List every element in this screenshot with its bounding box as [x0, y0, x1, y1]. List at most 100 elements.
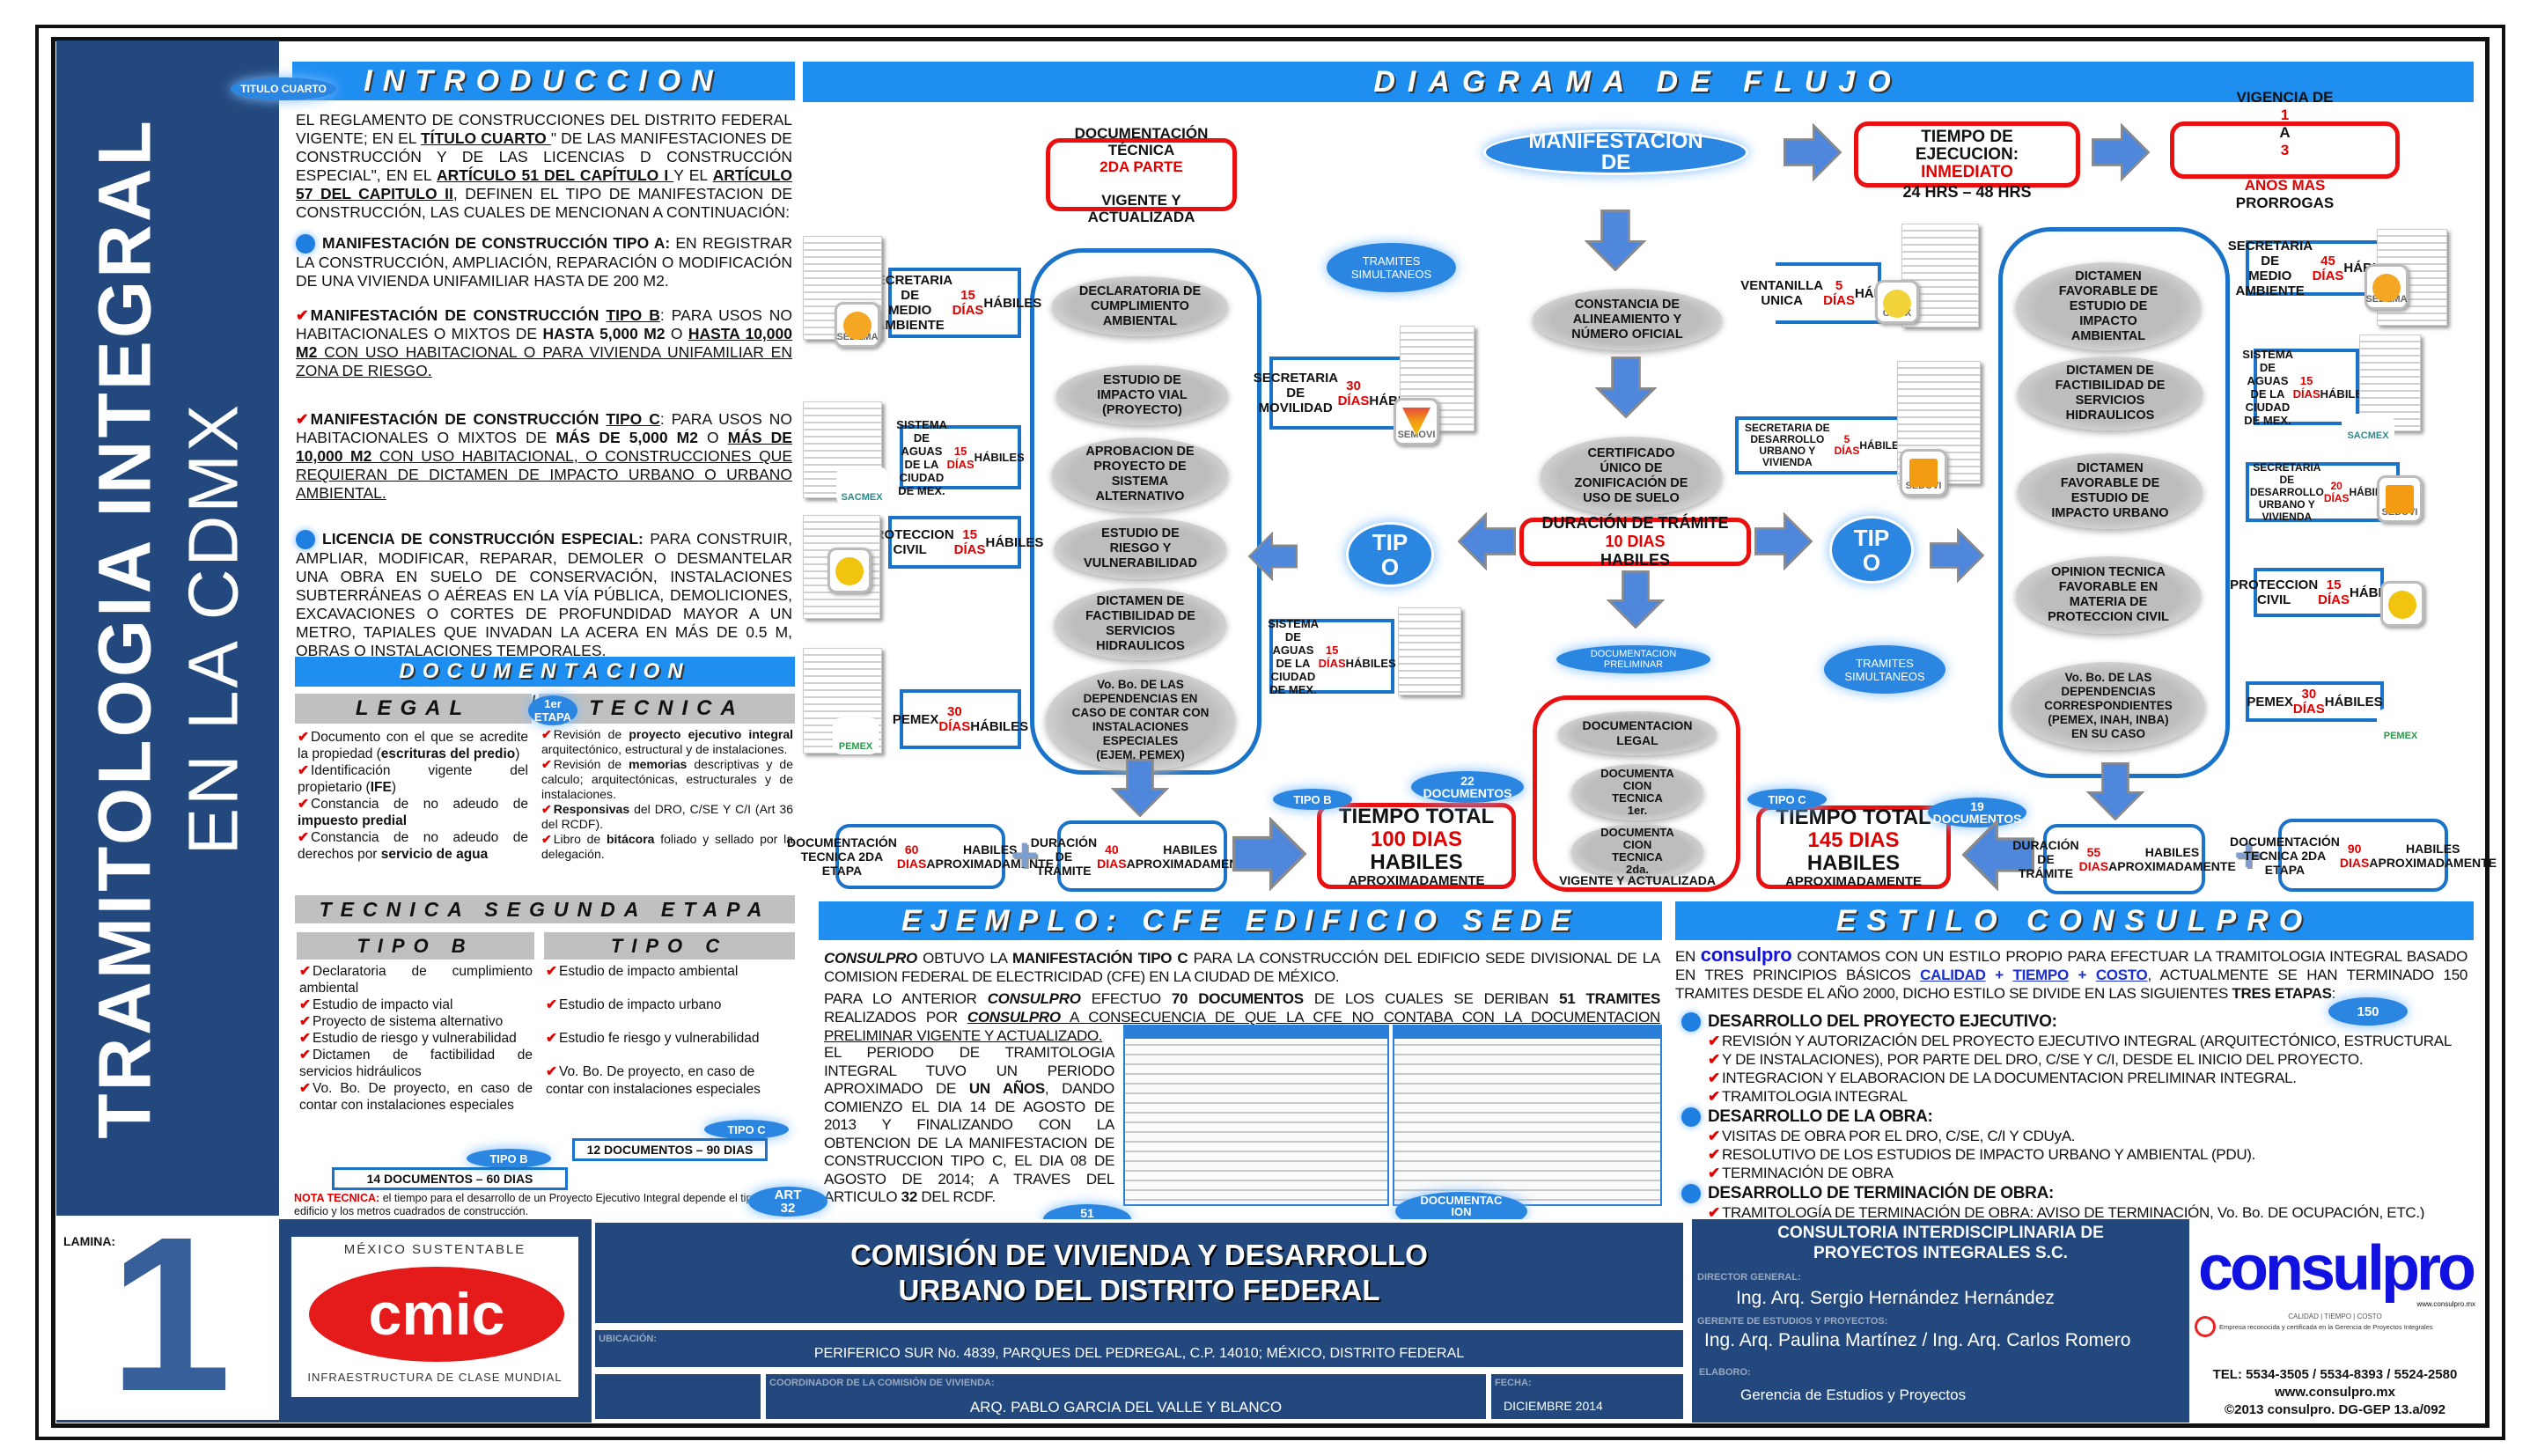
doc-prel-bubble: DOCUMENTACION PRELIMINAR: [1556, 645, 1710, 673]
list-item: ✔Revisión de memorias descriptivas y de …: [541, 757, 793, 802]
text-segment: Revisión de: [553, 727, 629, 741]
legal-header: LEGAL: [295, 694, 532, 724]
text-segment: SECRETARIA DE MEDIO AMBIENTE: [867, 273, 953, 333]
check-icon: ✔: [296, 410, 309, 428]
total-aprox: APROXIMADAMENTE: [1348, 872, 1485, 888]
check-icon: ✔: [546, 997, 557, 1012]
constancia-oval: CONSTANCIA DE ALINEAMIENTO Y NÚMERO OFIC…: [1533, 289, 1722, 350]
copyright: ©2013 consulpro. DG-GEP 13.a/092: [2225, 1402, 2445, 1417]
lamina-label: LAMINA:: [63, 1234, 116, 1248]
text-segment: EL PERIODO DE TRAMITOLOGIA INTEGRAL TUVO…: [824, 1044, 1114, 1097]
list-item: ✔Documento con el que se acredite la pro…: [298, 729, 528, 762]
logo-text: SACMEX: [841, 492, 883, 503]
tipo-b-bubble: TIPO B: [467, 1149, 551, 1168]
logo-text: PEMEX: [2383, 731, 2418, 741]
proteccion-civil-logo: [827, 548, 872, 593]
count-150-bubble: 150: [2328, 997, 2408, 1026]
right-step: DICTAMEN FAVORABLE DE ESTUDIO DE IMPACTO…: [2016, 262, 2201, 350]
titulo-bubble: TITULO CUARTO: [231, 77, 336, 100]
lamina-number: 1: [109, 1191, 232, 1437]
coordinador-value: ARQ. PABLO GARCIA DEL VALLE Y BLANCO: [969, 1399, 1283, 1416]
check-icon: ✔: [1708, 1204, 1720, 1221]
list-item-text: Proyecto de sistema alternativo: [313, 1014, 504, 1029]
total-habiles: HABILES: [1806, 851, 1901, 875]
text-segment: " DE LAS MANIFESTACIONES DE CONSTRUCCIÓN…: [296, 129, 792, 184]
text-segment: 60 DIAS: [896, 842, 927, 871]
text-segment: VENTANILLA UNICA: [1740, 278, 1824, 308]
arrow-right-icon: [1930, 528, 1984, 583]
tipo-c-header: TIPO C: [544, 932, 795, 960]
tipo-c-bubble: TIPO C: [704, 1120, 789, 1139]
text-segment: 15 DÍAS: [952, 288, 984, 318]
list-item: ✔Revisión de proyecto ejecutivo integral…: [541, 727, 793, 757]
left-step: APROBACION DE PROYECTO DE SISTEMA ALTERN…: [1052, 438, 1228, 511]
estilo-stages: DESARROLLO DEL PROYECTO EJECUTIVO: ✔REVI…: [1681, 1012, 2469, 1222]
vigencia-box: VIGENCIA DE 1 A 3 AÑOS MAS PRORROGAS: [2170, 89, 2400, 211]
text-segment: DURACIÓN DE TRÁMITE: [1030, 835, 1098, 878]
text-segment: , DEFINEN EL TIPO DE MANIFESTACION DE CO…: [296, 185, 793, 221]
arrow-right-icon: [1784, 123, 1842, 181]
ubicacion-value: PERIFERICO SUR No. 4839, PARQUES DEL PED…: [813, 1346, 1465, 1361]
art-32-bubble: ART 32: [748, 1187, 827, 1217]
text-segment: 55 DIAS: [2078, 845, 2109, 873]
tramites-simultaneos-bubble: TRAMITES SIMULTANEOS: [1327, 243, 1456, 292]
text-segment: HÁBILES: [2324, 694, 2383, 710]
text-segment: +: [2068, 967, 2096, 983]
text-segment: DE LOS CUALES SE DERIBAN: [1303, 990, 1560, 1007]
sedema-15-box: SECRETARIA DE MEDIO AMBIENTE 15 DÍAS HÁB…: [868, 268, 1041, 338]
docs-22-bubble: 22 DOCUMENTOS: [1411, 771, 1524, 803]
text-segment: 30 DÍAS: [2292, 687, 2325, 717]
doc-tecnica-2da-box: DOCUMENTACIÓN TÉCNICA 2DA PARTE VIGENTE …: [1046, 125, 1237, 225]
lamina-cell: LAMINA: 1: [56, 1204, 279, 1424]
text-segment: LICENCIA DE CONSTRUCCIÓN ESPECIAL:: [322, 530, 644, 548]
list-item: ✔TERMINACIÓN DE OBRA: [1708, 1164, 2469, 1182]
list-item: ✔Responsivas del DRO, C/SE Y C/I (Art 36…: [541, 802, 793, 832]
check-icon: ✔: [298, 830, 309, 845]
text-segment: ARTÍCULO 57 DEL CAPITULO II: [296, 166, 792, 202]
list-item-text: Declaratoria de cumplimiento ambiental: [299, 964, 533, 996]
tipo-b-total: 14 DOCUMENTOS – 60 DIAS: [332, 1167, 568, 1190]
check-icon: ✔: [299, 997, 311, 1012]
semovi-logo: SEMOVI: [1394, 398, 1439, 445]
legal-list: ✔Documento con el que se acredite la pro…: [298, 729, 528, 863]
text-segment: 3: [2280, 141, 2290, 158]
proteccion-civil-logo: [2380, 581, 2424, 627]
tipo-b-bubble: TIPO B: [1273, 789, 1352, 810]
ejemplo-header: EJEMPLO: CFE EDIFICIO SEDE: [819, 901, 1662, 940]
text-segment: 15 DÍAS: [946, 444, 974, 471]
text-segment: HABILES APROXIMADAMENTE: [926, 842, 1055, 871]
list-item: ✔TRAMITOLOGÍA DE TERMINACIÓN DE OBRA: AV…: [1708, 1203, 2469, 1222]
text-segment: EL REGLAMENTO DE CONSTRUCCIONES DEL DIST…: [296, 111, 792, 147]
nota-label: NOTA TECNICA:: [294, 1192, 380, 1204]
text-segment: memorias: [629, 757, 688, 771]
list-item-text: TRAMITOLOGIA INTEGRAL: [1721, 1088, 1908, 1105]
tipo-b-header: TIPO B: [297, 932, 534, 960]
check-icon: ✔: [541, 802, 552, 816]
text-segment: 70 DOCUMENTOS: [1171, 990, 1304, 1007]
text-segment: , ACTUALMENTE SE HAN TERMINADO 150 TRAMI…: [1675, 967, 2467, 1002]
text-segment: HÁBILES: [2320, 386, 2371, 401]
ubicacion-cell: UBICACIÓN: PERIFERICO SUR No. 4839, PARQ…: [592, 1327, 1687, 1371]
list-item: ✔Dictamen de factibilidad de servicios h…: [299, 1047, 533, 1080]
text-segment: del DRO, C/SE Y C/I (Art 36 del RCDF).: [541, 802, 793, 831]
tipo-circle-left: TIP O: [1346, 522, 1434, 587]
text-segment: O: [697, 429, 728, 446]
list-item: ✔INTEGRACION Y ELABORACION DE LA DOCUMEN…: [1708, 1069, 2469, 1087]
right-step: Vo. Bo. DE LAS DEPENDENCIAS CORRESPONDIE…: [2011, 662, 2205, 750]
document-thumbnail: [1398, 607, 1461, 695]
list-item: ✔Estudio de riesgo y vulnerabilidad: [299, 1030, 533, 1047]
tiempo-ejecucion-hours: 24 HRS – 48 HRS: [1902, 183, 2032, 201]
text-segment: CALIDAD: [1920, 967, 1986, 983]
text-segment: HABILES APROXIMADAMENTE: [1126, 842, 1254, 871]
check-icon: ✔: [1708, 1051, 1720, 1068]
intro-paragraph: EL REGLAMENTO DE CONSTRUCCIONES DEL DIST…: [296, 111, 792, 222]
text-segment: SECRETARIA DE MEDIO AMBIENTE: [2227, 238, 2313, 298]
list-item: ✔Declaratoria de cumplimiento ambiental: [299, 963, 533, 996]
fecha-value: DICIEMBRE 2014: [1504, 1399, 1603, 1413]
text-segment: Libro de: [553, 832, 607, 846]
tiempo-total-100-box: TIEMPO TOTAL 100 DIAS HABILES APROXIMADA…: [1317, 803, 1516, 889]
bullet-dot-icon: [296, 530, 315, 550]
check-icon: ✔: [541, 727, 552, 741]
text-segment: HÁBILES: [1859, 438, 1906, 452]
check-icon: ✔: [1708, 1088, 1720, 1105]
